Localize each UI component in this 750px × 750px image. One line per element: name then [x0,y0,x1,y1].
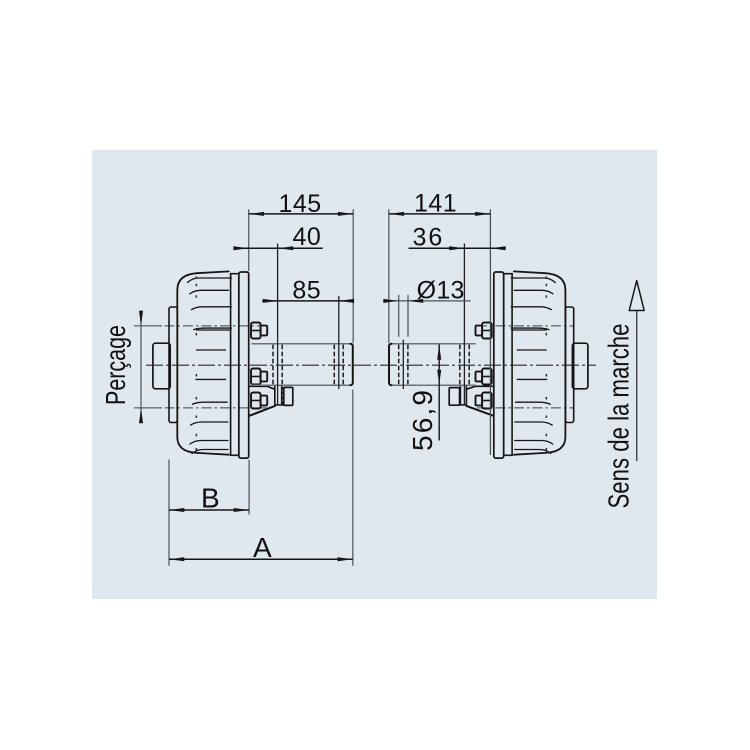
svg-text:40: 40 [292,223,321,251]
svg-text:145: 145 [278,190,321,218]
svg-text:56,9: 56,9 [407,390,438,451]
svg-text:85: 85 [292,276,321,304]
svg-text:141: 141 [414,190,457,218]
svg-text:A: A [253,532,272,563]
svg-text:B: B [201,483,220,514]
svg-text:Perçage: Perçage [100,325,131,405]
svg-text:36: 36 [412,223,444,251]
svg-text:Sens de la marche: Sens de la marche [603,324,635,509]
svg-text:Ø13: Ø13 [417,276,465,304]
